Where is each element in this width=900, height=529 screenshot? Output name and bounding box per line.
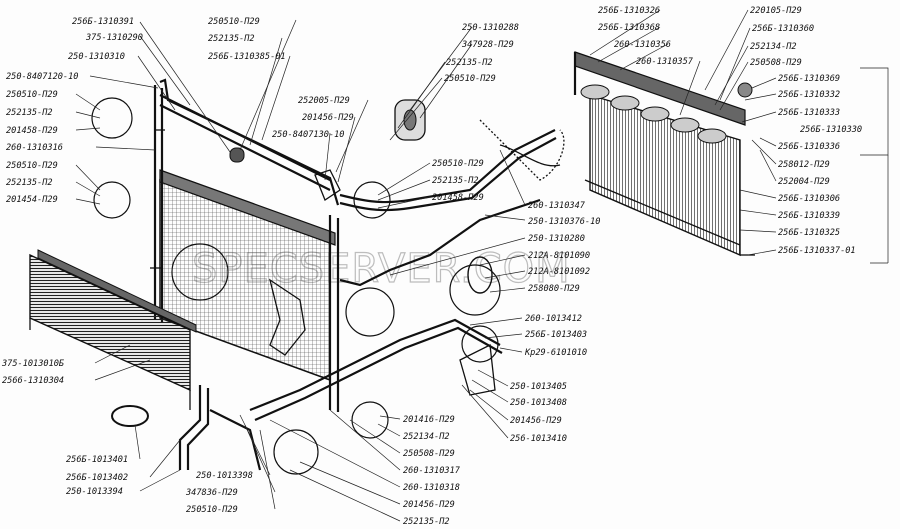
fittings: [111, 99, 499, 427]
part-label: 201416-П29: [403, 415, 455, 425]
part-label: 256Б-1310339: [778, 211, 840, 221]
part-label: 201456-П29: [403, 500, 455, 510]
part-label: 2566-1310304: [2, 376, 64, 386]
part-label: 252005-П29: [298, 96, 350, 106]
part-label: 375-1013010Б: [1, 359, 65, 369]
part-label: 256Б-1310369: [778, 74, 840, 84]
part-label: 256Б-1013401: [66, 455, 128, 465]
part-label: 220105-П29: [750, 6, 802, 16]
part-label: 250508-П29: [750, 58, 802, 68]
part-label: 252135-П2: [208, 34, 255, 44]
part-label: 250-8407130-10: [272, 130, 344, 140]
part-label: 250510-П29: [444, 74, 496, 84]
part-label: 250-1310376-10: [528, 217, 600, 227]
part-label: 256Б-1310330: [800, 125, 862, 135]
part-label: 256Б-1310326: [598, 6, 660, 16]
part-label: 250510-П29: [6, 161, 58, 171]
part-label: 256Б-1310333: [778, 108, 840, 118]
part-label: 250-1310288: [462, 23, 519, 33]
part-label: 252135-П2: [446, 58, 493, 68]
part-label: 250-1013408: [510, 398, 567, 408]
part-label: 252135-П2: [6, 108, 53, 118]
part-label: 250-8407120-10: [6, 72, 78, 82]
part-label: 250508-П29: [403, 449, 455, 459]
part-label: 252135-П2: [432, 176, 479, 186]
part-label: 258080-П29: [528, 284, 580, 294]
part-label: 256Б-1013403: [525, 330, 587, 340]
part-label: 252135-П2: [6, 178, 53, 188]
part-label: 256Б-1310325: [778, 228, 840, 238]
part-label: 250-1013394: [66, 487, 123, 497]
part-label: 250510-П29: [186, 505, 238, 515]
detail-callouts: [91, 97, 501, 475]
part-label: 375-1310290: [85, 33, 143, 43]
part-label: 260-1310318: [403, 483, 460, 493]
part-label: 256Б-1310332: [778, 90, 840, 100]
part-label: 250-1310310: [68, 52, 125, 62]
part-label: 250510-П29: [6, 90, 58, 100]
part-label: 258012-П29: [778, 160, 830, 170]
part-label: 260-1310316: [6, 143, 63, 153]
part-label: 201458-П29: [6, 126, 58, 136]
part-label: 256Б-1310306: [778, 194, 840, 204]
part-label: 256Б-1310360: [752, 24, 814, 34]
part-label: 201454-П29: [6, 195, 58, 205]
part-label: 256Б-1310336: [778, 142, 840, 152]
part-label: 250-1310280: [528, 234, 585, 244]
leader-lines: [75, 9, 889, 522]
part-label: 212А-8101092: [528, 267, 590, 277]
part-label: 201456-П29: [302, 113, 354, 123]
part-label: 260-1013412: [525, 314, 582, 324]
part-label: 201456-П29: [510, 416, 562, 426]
radiator-shutter: [573, 51, 755, 257]
part-label: 256Б-1310385-01: [208, 52, 286, 62]
part-label: 347836-П29: [185, 488, 238, 498]
part-label: 250-1013398: [196, 471, 253, 481]
part-label: 250-1013405: [510, 382, 567, 392]
part-labels: 256Б-1310391 375-1310290 250-1310310 250…: [1, 6, 862, 527]
part-label: 260-1310356: [614, 40, 671, 50]
oil-cooler: [29, 249, 197, 410]
part-label: 256Б-1310337-01: [778, 246, 856, 256]
part-label: 252135-П2: [403, 517, 450, 527]
main-radiator: [150, 85, 340, 412]
part-label: 260-1310357: [636, 57, 694, 67]
part-label: 260-1310317: [403, 466, 461, 476]
part-label: 256-1013410: [510, 434, 567, 444]
part-label: 252134-П2: [750, 42, 797, 52]
part-label: 256Б-1310391: [72, 17, 134, 27]
part-label: 347928-П29: [461, 40, 514, 50]
part-label: Кр29-6101010: [524, 348, 587, 358]
part-label: 250510-П29: [208, 17, 260, 27]
part-label: 201458-П29: [432, 193, 484, 203]
part-label: 212А-8101090: [528, 251, 590, 261]
part-label: 252134-П2: [403, 432, 450, 442]
part-label: 250510-П29: [432, 159, 484, 169]
part-label: 252004-П29: [778, 177, 830, 187]
part-label: 256Б-1310368: [598, 23, 660, 33]
part-label: 256Б-1013402: [66, 473, 128, 483]
part-label: 260-1310347: [528, 201, 586, 211]
